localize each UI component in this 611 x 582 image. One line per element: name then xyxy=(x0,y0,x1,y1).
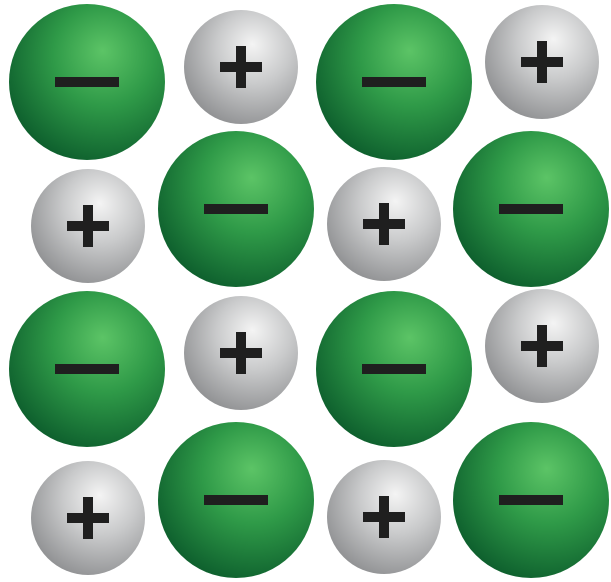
cation-sphere xyxy=(327,460,441,574)
anion-sphere xyxy=(9,4,165,160)
minus-sign-icon xyxy=(204,495,268,505)
anion-sphere xyxy=(453,422,609,578)
cation-sphere xyxy=(485,5,599,119)
cation-sphere xyxy=(31,461,145,575)
anion-sphere xyxy=(316,291,472,447)
minus-sign-icon xyxy=(499,495,563,505)
anion-sphere xyxy=(316,4,472,160)
cation-sphere xyxy=(485,289,599,403)
minus-sign-icon xyxy=(204,204,268,214)
anion-sphere xyxy=(158,422,314,578)
anion-sphere xyxy=(9,291,165,447)
minus-sign-icon xyxy=(499,204,563,214)
anion-sphere xyxy=(158,131,314,287)
cation-sphere xyxy=(31,169,145,283)
minus-sign-icon xyxy=(362,77,426,87)
cation-sphere xyxy=(184,10,298,124)
minus-sign-icon xyxy=(55,364,119,374)
cation-sphere xyxy=(327,167,441,281)
cation-sphere xyxy=(184,296,298,410)
minus-sign-icon xyxy=(55,77,119,87)
minus-sign-icon xyxy=(362,364,426,374)
anion-sphere xyxy=(453,131,609,287)
